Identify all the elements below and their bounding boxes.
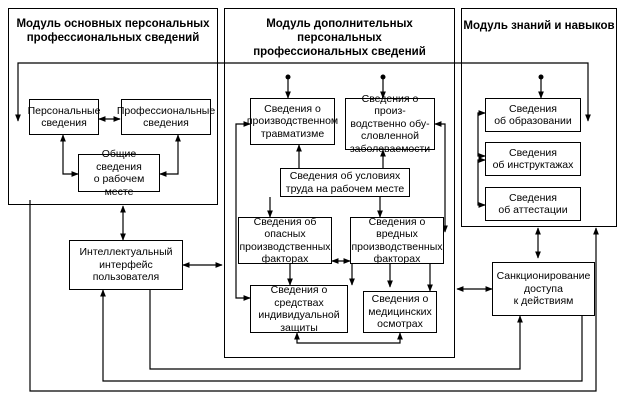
outer-left-loop	[29, 200, 599, 392]
box-harmful-factors-info: Сведения о вредных производственных факт…	[350, 215, 444, 265]
disease-side-link	[434, 121, 448, 233]
module-additional-personal-info: Модуль дополнительных персональных профе…	[224, 8, 455, 358]
module-basic-title: Модуль основных персональных профессиона…	[16, 18, 210, 44]
box-certification-info: Сведения об аттестации	[485, 187, 581, 221]
junction-dot	[538, 74, 544, 80]
box-ppe-info: Сведения о средствах индивидуальной защи…	[250, 284, 348, 334]
injury-ppe-link	[235, 121, 251, 301]
box-working-conditions-info: Сведения об условиях труда на рабочем ме…	[280, 168, 410, 197]
junction-dot	[285, 74, 291, 80]
module-basic-personal-info: Модуль основных персональных профессиона…	[8, 8, 218, 205]
box-briefings-info: Сведения об инструктажах	[485, 142, 581, 176]
access-bottom-loop	[149, 290, 523, 370]
education-briefings-link	[477, 110, 486, 159]
box-injury-info: Сведения о производственном травматизме	[247, 98, 338, 145]
box-education-info: Сведения об образовании	[485, 98, 581, 132]
box-dangerous-factors-info: Сведения об опасных производственных фак…	[238, 215, 332, 265]
box-disease-info: Сведения о произ- водственно обу- словле…	[345, 93, 435, 155]
junction-dot	[380, 74, 386, 80]
top-bus-line	[15, 62, 591, 122]
box-personal-info: Персональные сведения	[28, 99, 100, 135]
briefings-certification-link	[477, 157, 486, 208]
module-knowledge-title: Модуль знаний и навыков	[463, 20, 615, 32]
ppe-medical-bottom	[294, 332, 403, 344]
box-medical-exam-info: Сведения о медицинских осмотрах	[363, 291, 437, 333]
box-access-authorization: Санкционирование доступа к действиям	[492, 262, 595, 316]
interface-bottom-loop	[100, 289, 583, 382]
box-professional-info: Профессиональные сведения	[117, 99, 215, 135]
professional-workplace-link	[159, 134, 181, 177]
module-additional-title: Модуль дополнительных персональных профе…	[253, 18, 426, 58]
personal-workplace-link	[60, 134, 79, 177]
box-workplace-info: Общие сведения о рабочем месте	[78, 148, 160, 198]
box-intelligent-interface: Интеллектуальный интерфейс пользователя	[69, 240, 183, 290]
